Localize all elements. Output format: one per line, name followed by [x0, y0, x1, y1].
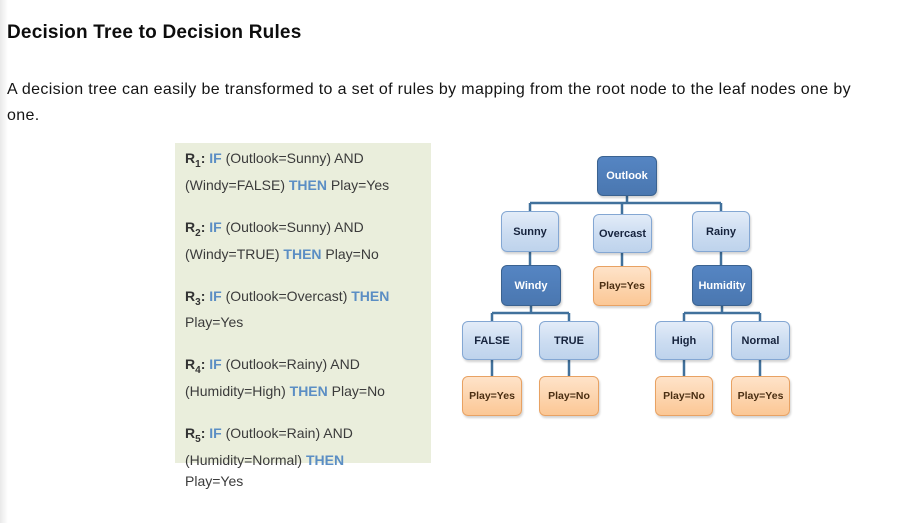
keyword-then: THEN	[305, 451, 345, 468]
keyword-if: IF	[209, 150, 222, 166]
rule-r1-label: R1:	[185, 150, 206, 170]
connector-humidity-children	[682, 306, 762, 321]
connector-windy-children	[490, 306, 571, 321]
keyword-if: IF	[209, 287, 222, 304]
tree-node-humidity: Humidity	[692, 265, 752, 306]
rule-r1-cond1: (Outlook=Sunny) AND	[225, 150, 364, 166]
connector-outlook-children	[528, 196, 723, 214]
tree-leaf-play-yes-overcast: Play=Yes	[593, 266, 651, 306]
intro-line-1: A decision tree can easily be transforme…	[7, 81, 851, 98]
rule-r3-label: R3:	[185, 287, 206, 308]
keyword-then: THEN	[351, 287, 390, 304]
keyword-then: THEN	[283, 245, 322, 262]
tree-leaf-play-no-high: Play=No	[655, 376, 713, 416]
tree-node-false: FALSE	[462, 321, 522, 360]
tree-node-normal: Normal	[731, 321, 790, 360]
decision-rules-panel: R1: IF (Outlook=Sunny) AND(Windy=FALSE) …	[175, 143, 431, 489]
tree-node-outlook: Outlook	[597, 156, 657, 196]
tree-node-sunny: Sunny	[501, 211, 559, 252]
connector-leaf-stubs	[490, 360, 762, 376]
rule-r5-cond2: (Humidity=Normal)	[185, 451, 303, 468]
rule-r2-cond1: (Outlook=Sunny) AND	[225, 218, 364, 235]
rule-r3-result: Play=Yes	[185, 314, 244, 331]
tree-leaf-play-yes-normal: Play=Yes	[731, 376, 790, 416]
tree-leaf-play-no-true: Play=No	[539, 376, 599, 416]
rule-r5-label: R5:	[185, 425, 206, 445]
rule-r5: R5: IF (Outlook=Rain) AND (Humidity=Norma…	[185, 423, 421, 492]
tree-node-windy: Windy	[501, 265, 561, 306]
window-left-edge	[0, 0, 8, 523]
rule-r4-label: R4:	[185, 356, 206, 377]
rule-r2-label: R2:	[185, 218, 206, 239]
page-title: Decision Tree to Decision Rules	[7, 22, 302, 43]
rule-r1-cond2: (Windy=FALSE)	[185, 176, 285, 193]
rule-r4-cond1: (Outlook=Rainy) AND	[225, 356, 360, 373]
keyword-if: IF	[209, 356, 222, 373]
rule-r5-cond1: (Outlook=Rain) AND	[225, 425, 353, 442]
rule-r4-cond2: (Humidity=High)	[185, 383, 286, 400]
rule-r2: R2: IF (Outlook=Sunny) AND (Windy=TRUE) T…	[185, 217, 421, 265]
keyword-if: IF	[209, 218, 222, 235]
rule-r1-result: Play=Yes	[330, 176, 390, 193]
rule-r2-cond2: (Windy=TRUE)	[185, 245, 280, 262]
tree-node-high: High	[655, 321, 713, 360]
rule-r4: R4: IF (Outlook=Rainy) AND (Humidity=High…	[185, 354, 421, 402]
rule-r2-result: Play=No	[325, 245, 379, 262]
keyword-if: IF	[209, 425, 222, 442]
intro-paragraph: A decision tree can easily be transforme…	[7, 77, 924, 129]
keyword-then: THEN	[288, 176, 327, 193]
intro-line-2: one.	[7, 107, 40, 124]
tree-node-rainy: Rainy	[692, 211, 750, 252]
rule-r4-result: Play=No	[331, 383, 385, 400]
rule-r3-cond1: (Outlook=Overcast)	[225, 287, 348, 304]
rule-r3: R3: IF (Outlook=Overcast) THEN Play=Yes	[185, 286, 421, 334]
keyword-then: THEN	[289, 383, 328, 400]
rule-r5-result: Play=Yes	[185, 472, 244, 489]
rule-r1: R1: IF (Outlook=Sunny) AND(Windy=FALSE) …	[185, 148, 421, 196]
tree-leaf-play-yes-false: Play=Yes	[462, 376, 522, 416]
tree-node-overcast: Overcast	[593, 214, 652, 253]
tree-node-true: TRUE	[539, 321, 599, 360]
